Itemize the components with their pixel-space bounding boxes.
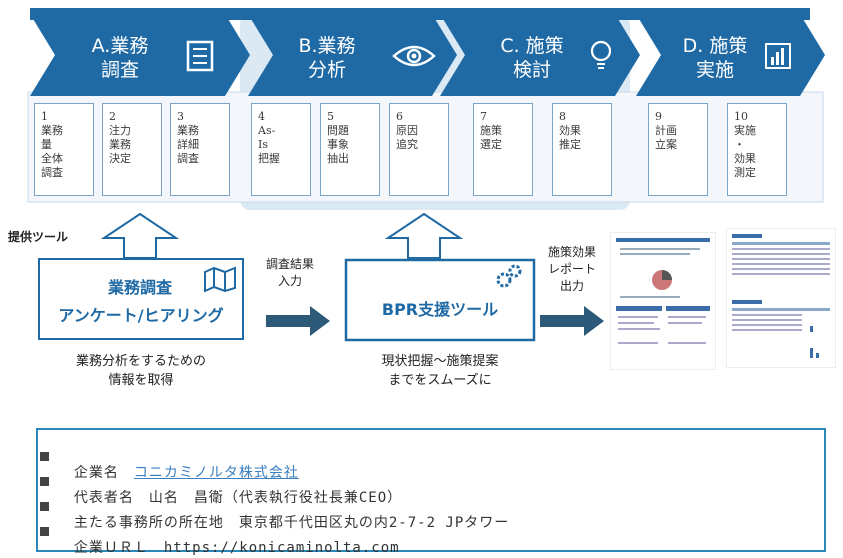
- step-text: 効果 推定: [559, 124, 581, 151]
- step-number: 10: [734, 110, 748, 123]
- step-number: 6: [396, 110, 403, 123]
- arrow1-label: 調査結果 入力: [265, 257, 314, 288]
- bullet-square: [40, 477, 49, 486]
- step-text: 業務 量 全体 調査: [41, 124, 63, 179]
- step-text: 計画 立案: [655, 124, 677, 151]
- step-number: 4: [258, 110, 265, 123]
- phase-a-title: A.業務 調査: [91, 35, 149, 81]
- step-number: 1: [41, 110, 48, 123]
- url-label: 企業ＵＲＬ: [73, 540, 149, 556]
- right-arrow-1: [266, 306, 330, 336]
- bpr-tool-caption: 現状把握～施策提案 までをスムーズに: [381, 354, 499, 388]
- step-text: 問題 事象 抽出: [327, 124, 349, 165]
- bullet-square: [40, 502, 49, 511]
- step-text: 実施 ・ 効果 測定: [734, 124, 756, 179]
- step-text: 原因 追究: [396, 124, 418, 151]
- representative-row: 代表者名 山名 昌衛（代表執行役社長兼CEO）: [55, 471, 402, 507]
- up-arrow-right: [384, 212, 464, 259]
- step-text: 施策 選定: [480, 124, 502, 151]
- office-label: 主たる事務所の所在地: [73, 515, 224, 531]
- step-number: 2: [109, 110, 116, 123]
- survey-tool-caption: 業務分析をするための 情報を取得: [75, 354, 206, 388]
- company-name-value[interactable]: コニカミノルタ株式会社: [133, 465, 299, 481]
- eye-icon: [392, 45, 436, 67]
- office-value: 東京都千代田区丸の内2-7-2 JPタワー: [238, 515, 510, 531]
- office-row: 主たる事務所の所在地 東京都千代田区丸の内2-7-2 JPタワー: [55, 496, 509, 532]
- survey-tool-box: 業務調査 アンケート/ヒアリング: [38, 258, 244, 340]
- report-thumbnail-2: [726, 228, 836, 368]
- survey-tool-title: 業務調査: [107, 278, 172, 297]
- step-number: 9: [655, 110, 662, 123]
- up-arrow-left: [100, 212, 180, 259]
- phase-b-title: B.業務 分析: [298, 35, 356, 81]
- lightbulb-icon: [590, 40, 612, 69]
- phase-c-title: C. 施策 検討: [500, 35, 564, 81]
- bpr-tool-label: BPR支援ツール: [381, 300, 499, 319]
- arrow2-label: 施策効果 レポート 出力: [547, 245, 596, 293]
- step-number: 7: [480, 110, 487, 123]
- tools-label: 提供ツール: [8, 230, 69, 244]
- report-thumbnail-1: [610, 232, 716, 370]
- step-text: 注力 業務 決定: [109, 124, 131, 165]
- step-text: 業務 詳細 調査: [177, 124, 199, 165]
- checklist-icon: [186, 40, 214, 72]
- step-number: 5: [327, 110, 334, 123]
- company-name-label: 企業名: [73, 465, 119, 481]
- bullet-square: [40, 527, 49, 536]
- step-number: 8: [559, 110, 566, 123]
- company-name-row: 企業名 コニカミノルタ株式会社: [55, 446, 299, 482]
- step-number: 3: [177, 110, 184, 123]
- representative-label: 代表者名: [73, 490, 134, 506]
- company-info-box: [36, 428, 826, 552]
- url-row: 企業ＵＲＬ https://konicaminolta.com: [55, 521, 400, 557]
- phase-d-title: D. 施策 実施: [682, 35, 748, 81]
- right-arrow-2: [540, 306, 604, 336]
- step-text: As- Is 把握: [258, 124, 280, 165]
- survey-tool-subtitle: アンケート/ヒアリング: [58, 306, 224, 325]
- map-icon: [204, 266, 236, 292]
- representative-value: 山名 昌衛（代表執行役社長兼CEO）: [148, 490, 403, 506]
- bullet-square: [40, 452, 49, 461]
- bar-chart-icon: [765, 43, 791, 69]
- url-value[interactable]: https://konicaminolta.com: [163, 540, 400, 556]
- bpr-tool-box-shape: [344, 258, 536, 342]
- gears-icon: [496, 264, 522, 288]
